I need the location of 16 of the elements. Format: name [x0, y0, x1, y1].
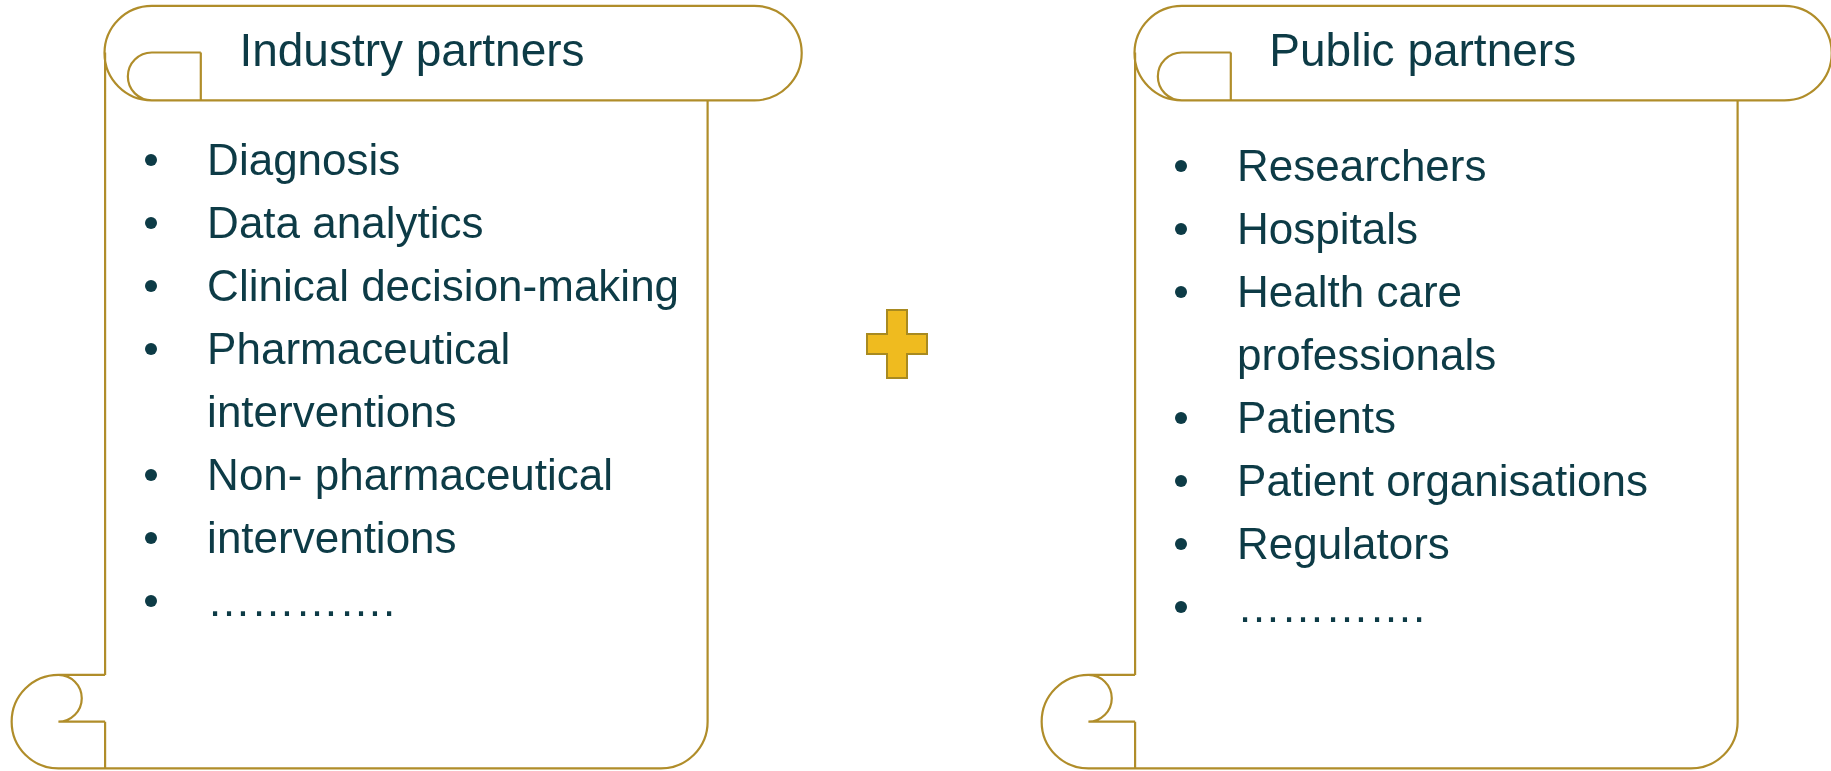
list-item-text: Diagnosis	[207, 135, 401, 185]
list-item-text: Patients	[1237, 393, 1397, 443]
list-item-text: ………….	[207, 576, 396, 626]
list-item-text: Pharmaceutical interventions	[207, 324, 511, 437]
list-item-text: Patient organisations	[1237, 456, 1648, 506]
scroll-heading: Industry partners	[239, 23, 585, 78]
list-item-text: Hospitals	[1237, 204, 1418, 254]
list-item-text: Data analytics	[207, 198, 484, 248]
list-item-text: interventions	[207, 513, 457, 563]
list-item-text: Clinical decision-making	[207, 261, 680, 311]
list-item-text: Researchers	[1237, 141, 1487, 191]
list-item-text: Non- pharmaceutical	[207, 450, 614, 500]
list-item-text: ………….	[1237, 582, 1426, 632]
list-item-text: Health care professionals	[1237, 267, 1497, 380]
list-item-text: Regulators	[1237, 519, 1450, 569]
scroll-heading: Public partners	[1269, 23, 1577, 78]
